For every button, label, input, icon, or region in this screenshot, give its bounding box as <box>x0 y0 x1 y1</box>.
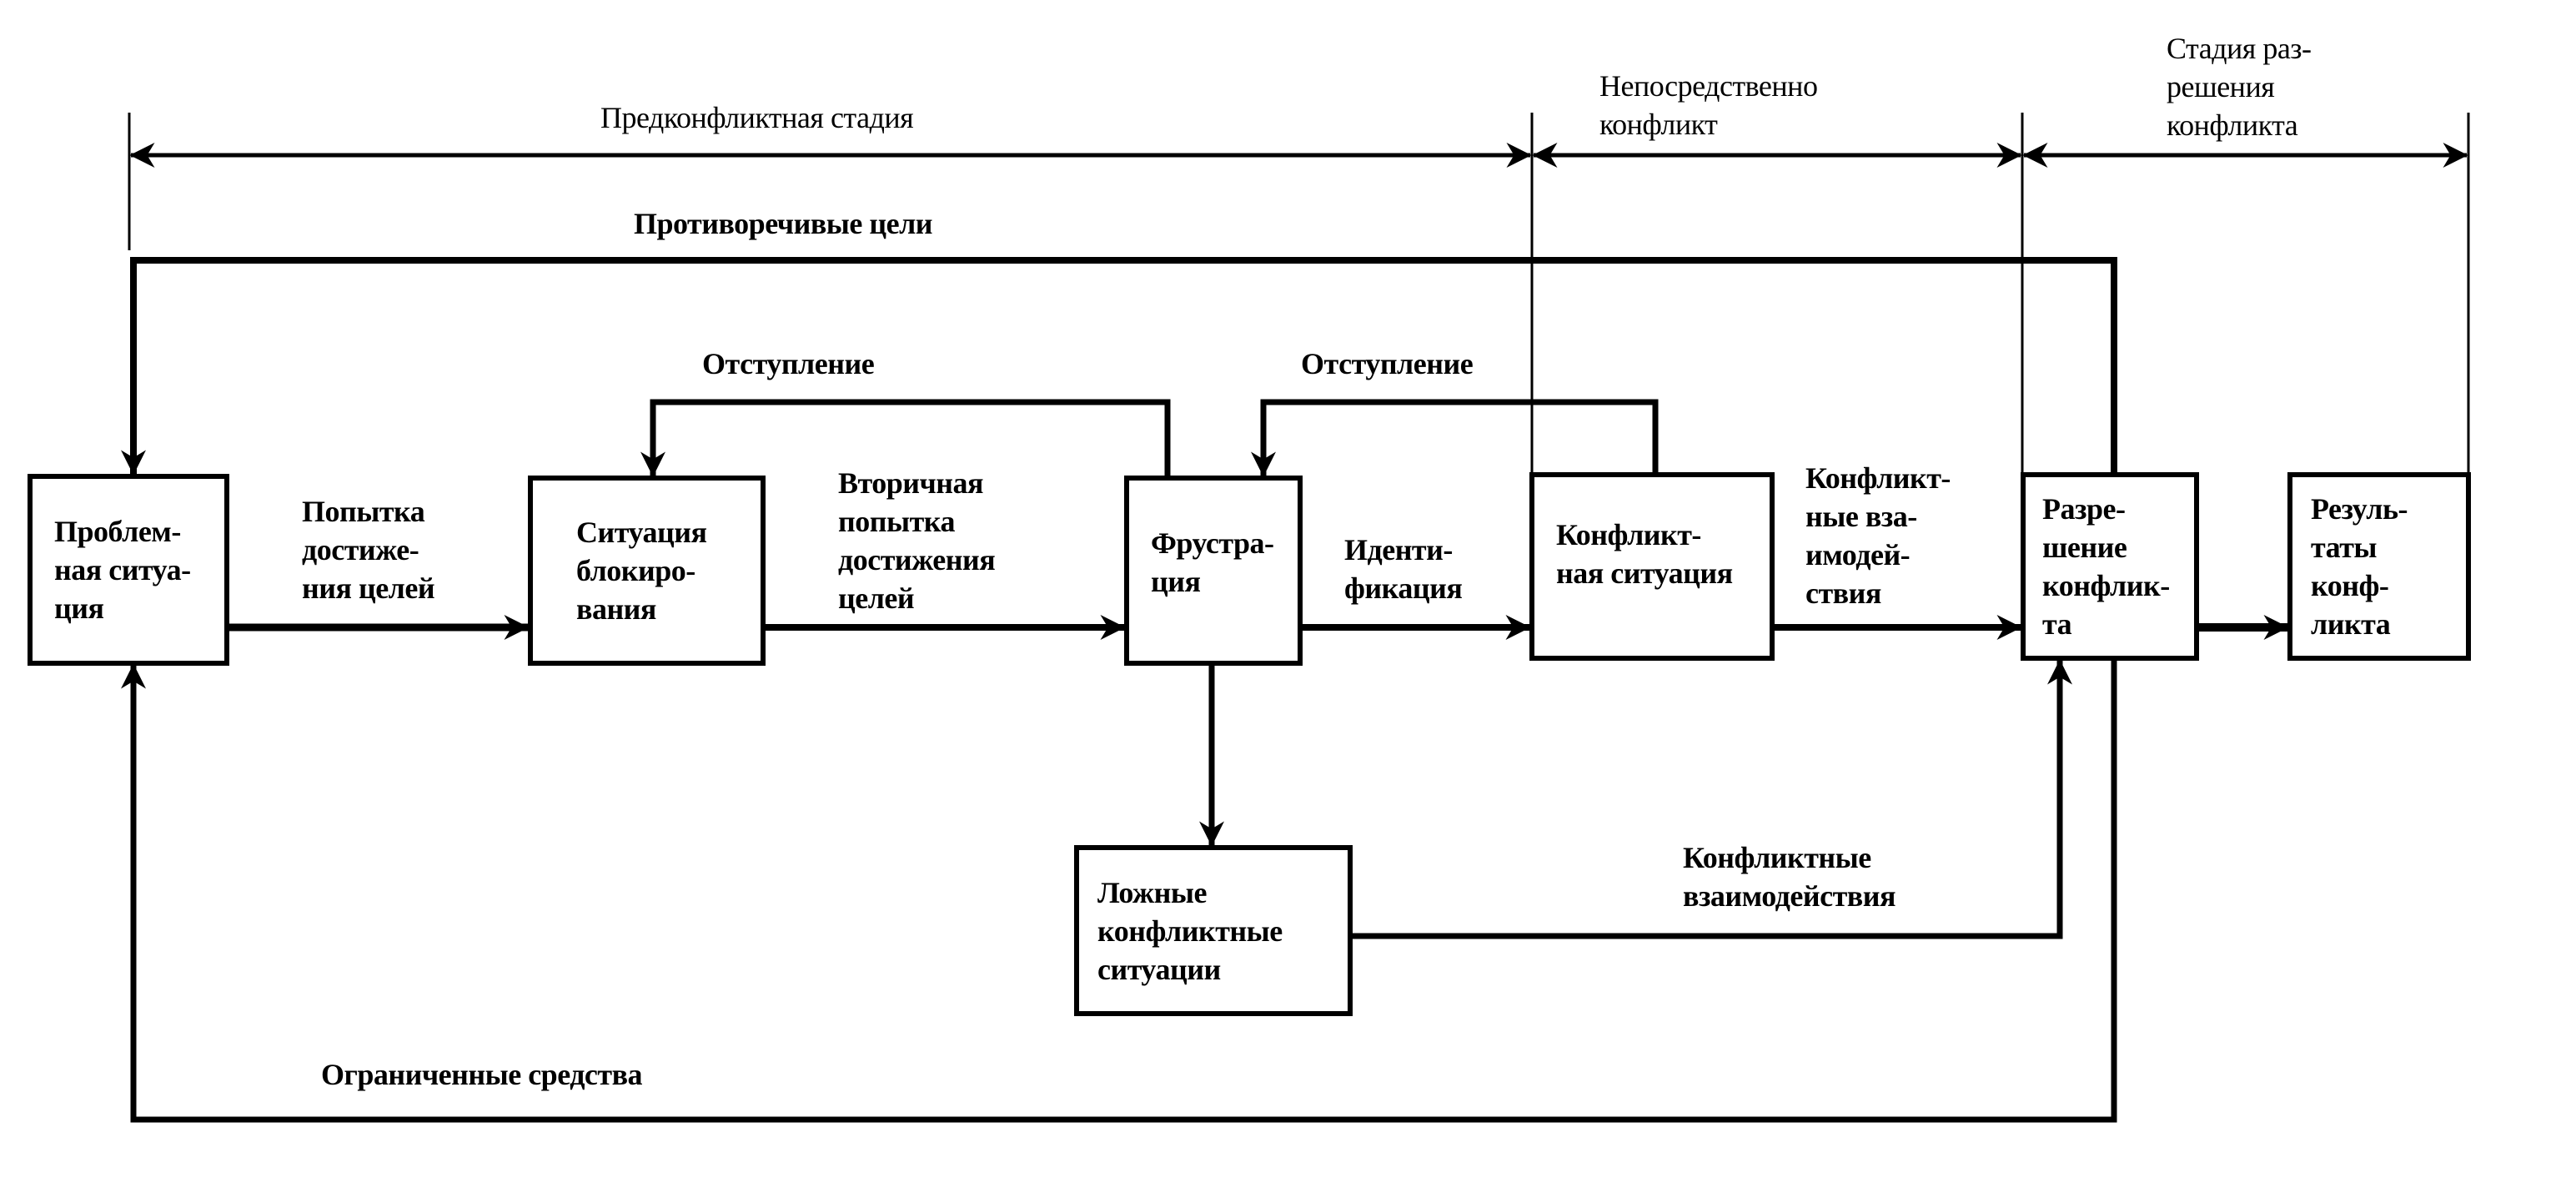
edge-contradictory-goals <box>121 257 2117 477</box>
box-false-conflict-situations: Ложные конфликтные ситуации <box>1074 845 1353 1016</box>
box-conflict-results: Резуль- таты конф- ликта <box>2287 472 2471 661</box>
box-conflict-resolution-label: Разре- шение конфлик- та <box>2042 492 2170 641</box>
box-conflict-situation: Конфликт- ная ситуация <box>1529 472 1775 661</box>
edge-label-conflict-interactions: Конфликтные взаимодействия <box>1683 841 1896 913</box>
box-problem-situation: Проблем- ная ситуа- ция <box>28 474 229 666</box>
box-blocking-situation: Ситуация блокиро- вания <box>528 476 766 666</box>
edge-label-retreat-1: Отступление <box>702 347 875 380</box>
box-false-conflict-situations-label: Ложные конфликтные ситуации <box>1097 875 1283 986</box>
box-conflict-resolution: Разре- шение конфлик- та <box>2021 472 2199 661</box>
box-conflict-situation-label: Конфликт- ная ситуация <box>1556 518 1733 590</box>
box-problem-situation-label: Проблем- ная ситуа- ция <box>54 515 191 625</box>
box-frustration: Фрустра- ция <box>1124 476 1303 666</box>
box-frustration-label: Фрустра- ция <box>1151 526 1274 598</box>
box-blocking-situation-label: Ситуация блокиро- вания <box>576 516 707 626</box>
stage-label-direct-conflict: Непосредственно конфликт <box>1599 69 1818 141</box>
edge-label-retreat-2: Отступление <box>1301 347 1474 380</box>
stage-label-resolution: Стадия раз- решения конфликта <box>2167 32 2312 142</box>
edge-retreat-2 <box>1251 399 1659 477</box>
edge-limited-means <box>121 659 2117 1123</box>
edge-label-conflict-interactions-short: Конфликт- ные вза- имодей- ствия <box>1805 461 1951 610</box>
edge-label-attempt: Попытка достиже- ния целей <box>302 495 435 605</box>
edge-false-to-resolution <box>1351 659 2072 939</box>
edge-label-secondary-attempt: Вторичная попытка достижения целей <box>838 466 996 615</box>
stage-label-pre-conflict: Предконфликтная стадия <box>600 101 914 134</box>
edge-label-contradictory-goals: Противоречивые цели <box>634 207 933 240</box>
box-conflict-results-label: Резуль- таты конф- ликта <box>2311 492 2408 641</box>
edge-label-identification: Иденти- фикация <box>1344 533 1463 605</box>
edge-label-limited-means: Ограниченные средства <box>321 1058 643 1091</box>
edge-retreat-1 <box>640 399 1171 477</box>
